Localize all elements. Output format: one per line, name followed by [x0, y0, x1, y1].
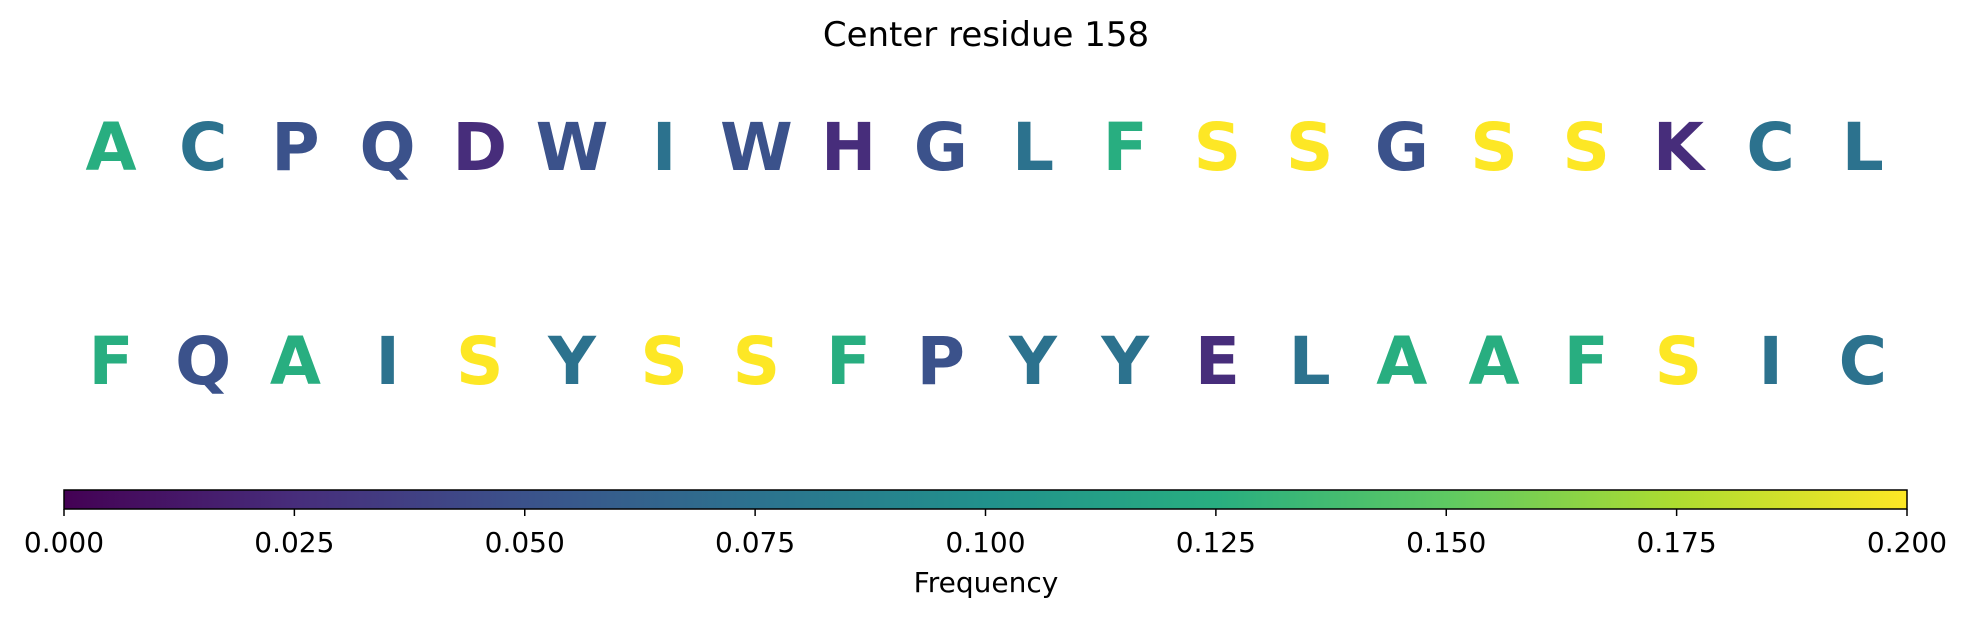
colorbar	[63, 489, 1908, 510]
chart-title: Center residue 158	[823, 15, 1149, 55]
residue-letter: D	[452, 109, 507, 186]
residue-letter: P	[271, 109, 319, 186]
residue-letter: S	[1194, 109, 1242, 186]
residue-letter: L	[1012, 109, 1054, 186]
residue-letter: I	[652, 109, 677, 186]
residue-letter: S	[1562, 109, 1610, 186]
residue-letter: S	[733, 323, 781, 400]
residue-letter: Y	[547, 323, 597, 400]
residue-letter: K	[1653, 109, 1707, 186]
residue-letter: L	[1842, 109, 1884, 186]
residue-letter: Y	[1008, 323, 1058, 400]
colorbar-tick-label: 0.150	[1406, 526, 1486, 559]
residue-letter: S	[1286, 109, 1334, 186]
residue-letter: F	[1103, 109, 1148, 186]
residue-letter: L	[1289, 323, 1331, 400]
colorbar-tick-label: 0.200	[1867, 526, 1947, 559]
residue-letter: A	[1376, 323, 1427, 400]
residue-letter: C	[1746, 109, 1794, 186]
residue-letter: A	[85, 109, 136, 186]
residue-letter: S	[456, 323, 504, 400]
residue-letter: I	[375, 323, 400, 400]
residue-letter: C	[1839, 323, 1887, 400]
residue-letter: I	[1758, 323, 1783, 400]
residue-letter: Y	[1100, 323, 1150, 400]
colorbar-tick-label: 0.100	[945, 526, 1025, 559]
residue-letter: P	[917, 323, 965, 400]
residue-letter: H	[821, 109, 876, 186]
colorbar-tick-label: 0.175	[1637, 526, 1717, 559]
residue-letter: S	[1655, 323, 1703, 400]
residue-letter: F	[1564, 323, 1609, 400]
residue-letter: Q	[175, 323, 231, 400]
residue-letter: E	[1195, 323, 1240, 400]
colorbar-tick-label: 0.075	[715, 526, 795, 559]
residue-letter: S	[640, 323, 688, 400]
residue-letter: S	[1470, 109, 1518, 186]
colorbar-tick-label: 0.125	[1176, 526, 1256, 559]
residue-letter: G	[1375, 109, 1429, 186]
residue-letter: W	[720, 109, 793, 186]
residue-letter: F	[826, 323, 871, 400]
residue-letter: A	[1468, 323, 1519, 400]
colorbar-tick-label: 0.025	[254, 526, 334, 559]
residue-letter: C	[179, 109, 227, 186]
residue-letter: W	[536, 109, 609, 186]
residue-letter: F	[88, 323, 133, 400]
colorbar-ticks: 0.000 0.025 0.050 0.075 0.100 0.125 0.150 0.175…	[24, 509, 1947, 559]
colorbar-tick-label: 0.000	[24, 526, 104, 559]
residue-letter: G	[914, 109, 968, 186]
colorbar-tick-label: 0.050	[485, 526, 565, 559]
residue-letter: A	[270, 323, 321, 400]
residue-letter: Q	[360, 109, 416, 186]
colorbar-label: Frequency	[914, 566, 1059, 599]
